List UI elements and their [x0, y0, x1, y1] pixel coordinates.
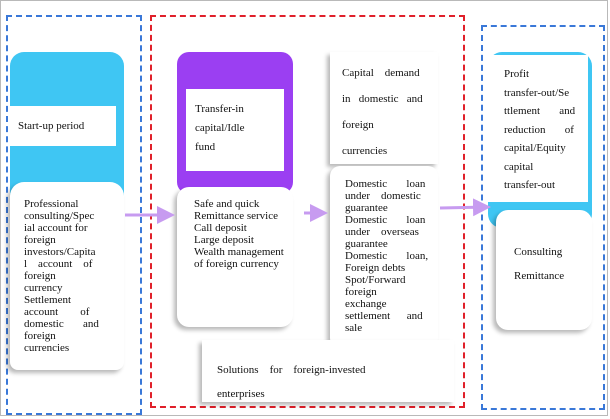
- capital-demand-text: Capital demand in domestic and foreign curr…: [342, 60, 424, 164]
- loan-item-line: Domestic loan: [345, 178, 426, 190]
- exit-title-box: [484, 55, 588, 202]
- startup-account-line: Professional: [24, 198, 79, 210]
- startup-account-line: investors/Capita: [24, 246, 96, 258]
- exit-title-line: transfer-out/Se: [504, 86, 570, 99]
- solutions-text: Solutions for foreign-invested enterprise…: [217, 358, 439, 406]
- startup-title: Start-up period: [18, 120, 85, 132]
- service-item: Safe and quick: [194, 198, 260, 210]
- loan-item-line: under domestic: [345, 190, 421, 202]
- loan-item-line: settlement and: [345, 310, 423, 322]
- middle-group-frame: [150, 15, 465, 408]
- startup-account-line: ial account for: [24, 222, 88, 234]
- exit-title-line: ttlement and: [504, 105, 576, 117]
- exit-title: Profit transfer-out/Se ttlement and reducti…: [504, 65, 577, 195]
- exit-group-frame: [481, 25, 605, 410]
- startup-account-line: consulting/Spec: [24, 210, 95, 222]
- transfer-in-title-line: fund: [195, 141, 216, 153]
- loans-box: [330, 166, 438, 348]
- loan-item-line: Foreign debts: [345, 262, 406, 274]
- startup-account-line: foreign: [24, 234, 56, 246]
- loan-item-line: Domestic loan,: [345, 250, 429, 262]
- transfer-in-title: Transfer-in capital/Idle fund: [195, 100, 283, 157]
- startup-account-line: currencies: [24, 342, 70, 354]
- exit-title-line: capital: [504, 160, 534, 173]
- service-item: Call deposit: [194, 222, 247, 234]
- service-item: of foreign currency: [194, 258, 279, 270]
- transfer-in-title-box: [186, 89, 284, 171]
- solutions-line: Solutions for foreign-invested: [217, 364, 366, 376]
- startup-account-line: currency: [24, 282, 63, 294]
- capital-demand-line: foreign: [342, 119, 374, 131]
- capital-demand-line: in domestic and: [342, 93, 423, 105]
- transfer-in-title-line: capital/Idle: [195, 122, 245, 134]
- exit-services-box: [496, 210, 592, 330]
- service-item: Large deposit: [194, 234, 254, 246]
- exit-title-line: capital/Equity: [504, 142, 566, 154]
- exit-title-line: reduction of: [504, 123, 574, 136]
- solutions-line: enterprises: [217, 388, 265, 400]
- exit-service-item: Consulting: [514, 246, 563, 258]
- arrow-loans-to-exit: [439, 198, 491, 217]
- solutions-box: [202, 340, 454, 402]
- startup-account-line: l account of: [24, 258, 93, 270]
- startup-account-line: foreign: [24, 270, 56, 282]
- startup-account-line: foreign: [24, 330, 56, 342]
- service-item: Remittance service: [194, 210, 278, 222]
- exit-title-line: Profit: [504, 68, 530, 80]
- startup-account-line: Settlement: [24, 294, 72, 306]
- loan-item-line: exchange: [345, 298, 387, 310]
- capital-demand-box: [330, 52, 438, 164]
- capital-demand-line: Capital demand: [342, 67, 420, 79]
- capital-demand-line: currencies: [342, 145, 388, 157]
- startup-account-line: domestic and: [24, 318, 99, 330]
- loan-item-line: sale: [345, 322, 363, 334]
- loan-item-line: foreign: [345, 286, 377, 298]
- startup-accounts-box: [10, 182, 124, 370]
- exit-service-item: Remittance: [514, 270, 565, 282]
- loan-item-line: Domestic loan: [345, 214, 426, 226]
- loan-item-line: under overseas: [345, 226, 419, 238]
- services-box: [177, 187, 293, 327]
- exit-title-line: transfer-out: [504, 179, 556, 191]
- startup-account-line: account of: [24, 306, 90, 318]
- startup-title-box: [10, 106, 116, 146]
- loan-item-line: guarantee: [345, 238, 388, 250]
- service-item: Wealth management: [194, 246, 284, 258]
- transfer-in-title-line: Transfer-in: [195, 103, 244, 115]
- loan-item-line: guarantee: [345, 202, 388, 214]
- loan-item-line: Spot/Forward: [345, 274, 406, 286]
